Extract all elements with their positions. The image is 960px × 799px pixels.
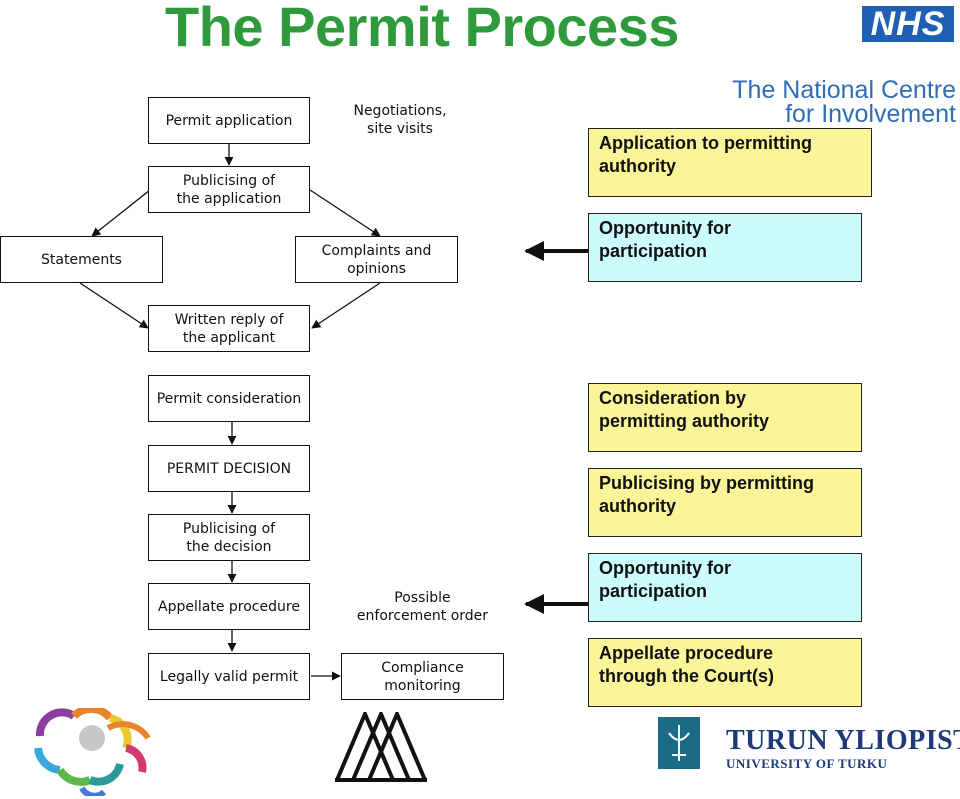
turku-crest-icon: [658, 717, 700, 769]
arrow-publicising-to-statements: [91, 189, 151, 237]
turku-logo-main: TURUN YLIOPISTO: [726, 725, 960, 756]
arrow-publicising-to-complaints: [309, 189, 381, 237]
permit-consideration-box: Permit consideration: [148, 375, 310, 422]
opportunity-box-1: Opportunity for participation: [588, 213, 862, 282]
ncfi-logo-line1: The National Centre: [732, 76, 956, 104]
page-title: The Permit Process: [165, 0, 679, 58]
compliance-monitoring-box: Compliance monitoring: [341, 653, 504, 700]
written-reply-box: Written reply of the applicant: [148, 305, 310, 352]
consideration-box: Consideration by permitting authority: [588, 383, 862, 452]
complaints-box: Complaints and opinions: [295, 236, 458, 283]
opportunity-box-2: Opportunity for participation: [588, 553, 862, 622]
ncfi-logo-line2: for Involvement: [785, 100, 956, 128]
turku-logo-sub: UNIVERSITY OF TURKU: [726, 756, 888, 771]
legally-valid-permit-box: Legally valid permit: [148, 653, 310, 700]
ncfi-logo: The National Centre for Involvement: [700, 76, 956, 128]
appellate-box: Appellate procedure through the Court(s): [588, 638, 862, 707]
circles-logo: [34, 708, 151, 796]
arrow-complaints-to-reply: [311, 282, 381, 329]
application-box: Application to permitting authority: [588, 128, 872, 197]
statements-box: Statements: [0, 236, 163, 283]
permit-decision-box: PERMIT DECISION: [148, 445, 310, 492]
arrow-statements-to-reply: [79, 282, 149, 329]
permit-application-box: Permit application: [148, 97, 310, 144]
nhs-logo: NHS: [862, 6, 954, 42]
publicising-application-box: Publicising of the application: [148, 166, 310, 213]
turku-logo: TURUN YLIOPISTO UNIVERSITY OF TURKU: [726, 726, 960, 772]
negotiations-note: Negotiations, site visits: [353, 103, 447, 137]
enforcement-note: Possible enforcement order: [356, 590, 489, 624]
appellate-procedure-box: Appellate procedure: [148, 583, 310, 630]
monogram-logo: [335, 712, 427, 782]
publicising-decision-box: Publicising of the decision: [148, 514, 310, 561]
publicising-box: Publicising by permitting authority: [588, 468, 862, 537]
